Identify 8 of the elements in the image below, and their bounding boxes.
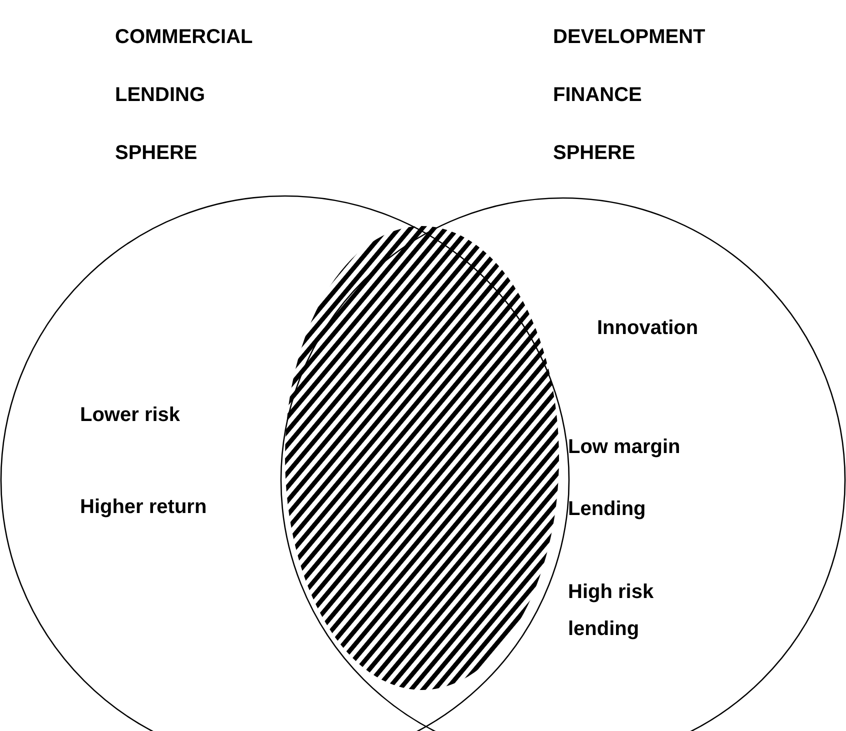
sphere-heading: COMMERCIAL LENDING SPHERE xyxy=(115,25,252,166)
feature-label: Lending xyxy=(568,497,646,522)
feature-label: Innovation xyxy=(597,316,698,341)
sphere-heading: DEVELOPMENT FINANCE SPHERE xyxy=(553,25,706,166)
feature-label: High risk lending xyxy=(568,580,655,642)
feature-label: Lower risk xyxy=(80,403,180,428)
feature-label: Higher return xyxy=(80,495,207,520)
feature-label: Low margin xyxy=(568,435,680,460)
